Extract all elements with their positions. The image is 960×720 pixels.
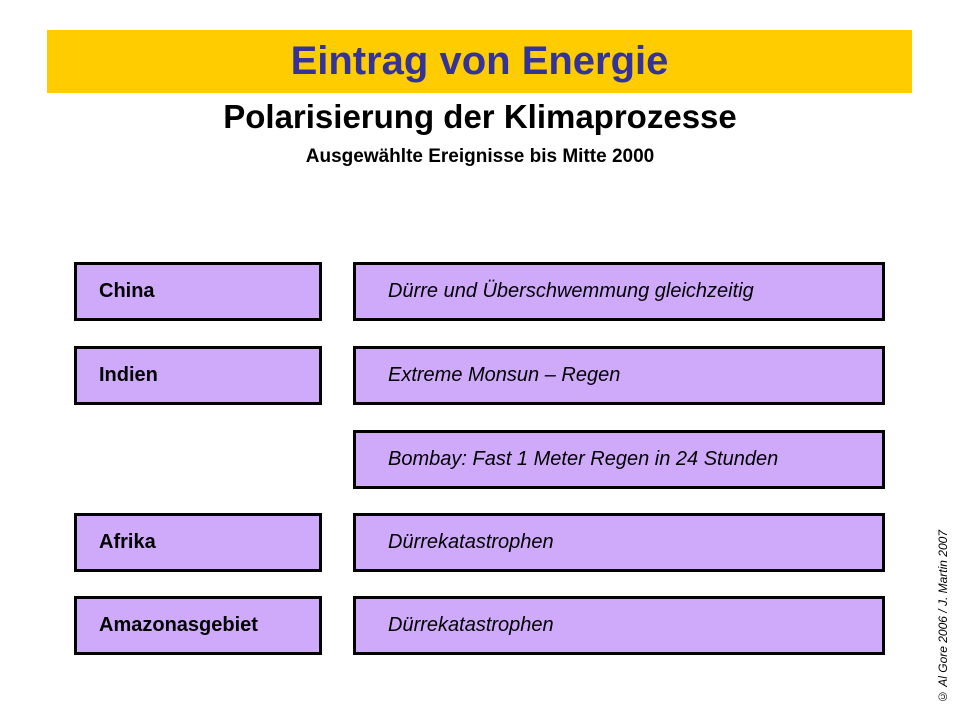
event-label: Dürre und Überschwemmung gleichzeitig	[388, 280, 754, 302]
event-box: Dürrekatastrophen	[353, 596, 885, 655]
copyright-credit: © Al Gore 2006 / J. Martin 2007	[936, 530, 950, 704]
region-label: Afrika	[99, 531, 156, 553]
region-box: Afrika	[74, 513, 322, 572]
banner-title: Eintrag von Energie	[290, 39, 669, 83]
event-label: Dürrekatastrophen	[388, 614, 554, 636]
region-box: Indien	[74, 346, 322, 405]
event-box: Dürrekatastrophen	[353, 513, 885, 572]
header-banner: Eintrag von Energie	[47, 30, 912, 93]
event-box: Bombay: Fast 1 Meter Regen in 24 Stunden	[353, 430, 885, 489]
event-box: Dürre und Überschwemmung gleichzeitig	[353, 262, 885, 321]
region-label: Indien	[99, 364, 158, 386]
region-label: Amazonasgebiet	[99, 614, 258, 636]
event-box: Extreme Monsun – Regen	[353, 346, 885, 405]
region-label: China	[99, 280, 155, 302]
region-box: China	[74, 262, 322, 321]
region-box: Amazonasgebiet	[74, 596, 322, 655]
event-label: Dürrekatastrophen	[388, 531, 554, 553]
slide-subtitle: Ausgewählte Ereignisse bis Mitte 2000	[305, 146, 655, 167]
slide-title: Polarisierung der Klimaprozesse	[223, 98, 737, 135]
event-label: Bombay: Fast 1 Meter Regen in 24 Stunden	[388, 448, 779, 470]
event-label: Extreme Monsun – Regen	[388, 364, 621, 386]
